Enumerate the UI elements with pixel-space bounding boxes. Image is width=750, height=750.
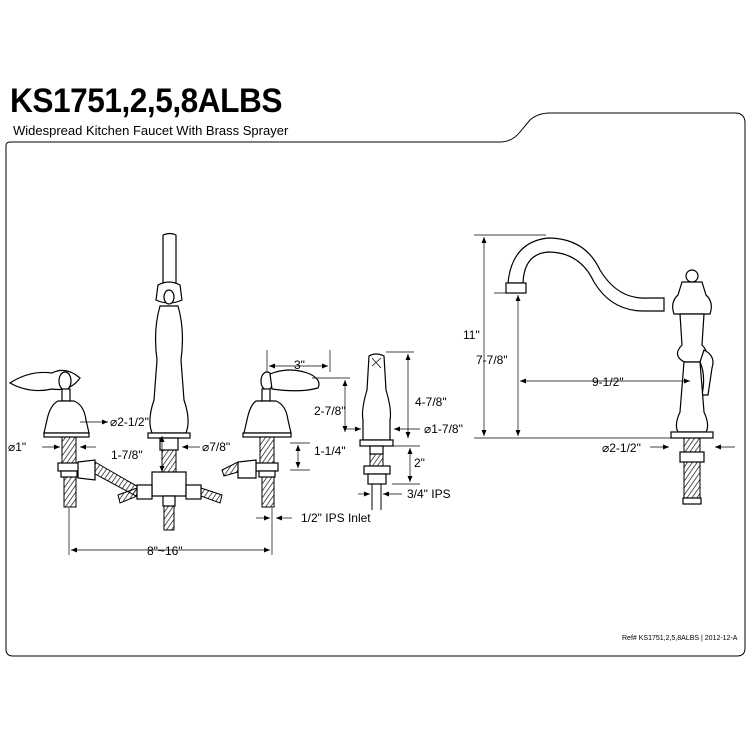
- product-description: Widespread Kitchen Faucet With Brass Spr…: [13, 123, 289, 138]
- dimension-lines: [42, 234, 735, 555]
- dim-handle-height: 2-7/8": [314, 404, 346, 418]
- dim-spout-outlet-height: 7-7/8": [476, 353, 508, 367]
- reference-number: Ref# KS1751,2,5,8ALBS | 2012-12-A: [622, 635, 738, 642]
- right-handle: [221, 369, 320, 508]
- dim-sprayer-shank: 2": [414, 456, 425, 470]
- dim-riser-height: 1-7/8": [111, 448, 143, 462]
- model-title: KS1751,2,5,8ALBS: [10, 82, 283, 120]
- dim-sprayer-ips: 3/4" IPS: [407, 487, 451, 501]
- dim-sprayer-height: 4-7/8": [415, 395, 447, 409]
- dim-handle-width: 3": [294, 358, 305, 372]
- dim-spread: 8"~16": [147, 544, 183, 558]
- dim-handle-stem: ⌀1": [8, 440, 26, 454]
- dim-spout-base-dia: ⌀2-1/2": [602, 441, 641, 455]
- dim-shank-right: 1-1/4": [314, 444, 346, 458]
- dim-spout-reach: 9-1/2": [592, 375, 624, 389]
- spout-side-view: [505, 237, 714, 505]
- dim-spout-total-height: 11": [463, 328, 480, 342]
- left-handle: [8, 369, 141, 508]
- dim-spout-base: ⌀7/8": [202, 440, 230, 454]
- dim-sprayer-dia: ⌀1-7/8": [424, 422, 463, 436]
- drawing-frame: [5, 112, 746, 657]
- dim-inlet: 1/2" IPS Inlet: [301, 511, 371, 525]
- dim-handle-base: ⌀2-1/2": [110, 415, 149, 429]
- center-spout: [117, 232, 223, 531]
- sprayer: [359, 353, 394, 510]
